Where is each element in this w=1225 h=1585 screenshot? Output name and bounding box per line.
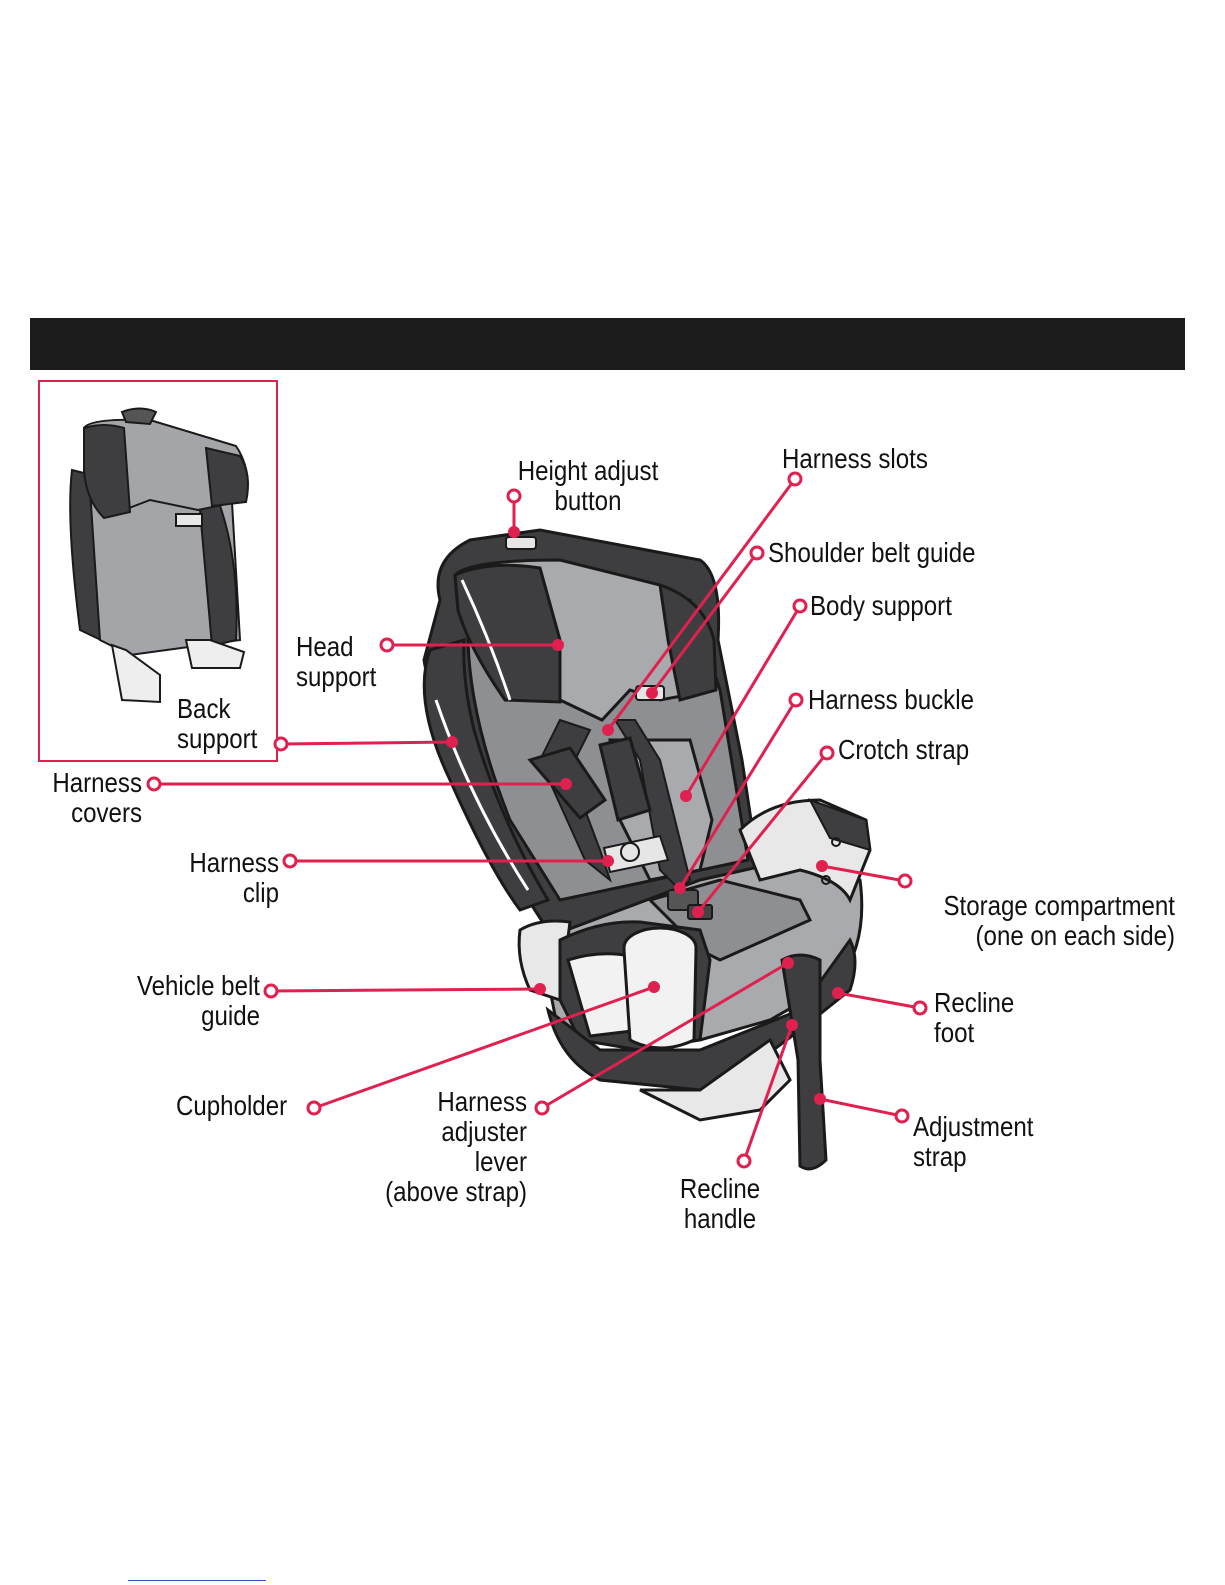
label-body-support: Body support	[810, 591, 952, 621]
footer-link-underline	[128, 1580, 266, 1581]
label-shoulder-belt-guide: Shoulder belt guide	[768, 538, 976, 568]
inset-booster-illustration	[70, 409, 248, 703]
label-harness-buckle: Harness buckle	[808, 685, 974, 715]
label-harness-slots: Harness slots	[782, 444, 928, 474]
label-storage-compartment: Storage compartment(one on each side)	[913, 891, 1175, 951]
car-seat-illustration	[424, 530, 870, 1169]
label-cupholder: Cupholder	[176, 1091, 287, 1121]
label-crotch-strap: Crotch strap	[838, 735, 969, 765]
